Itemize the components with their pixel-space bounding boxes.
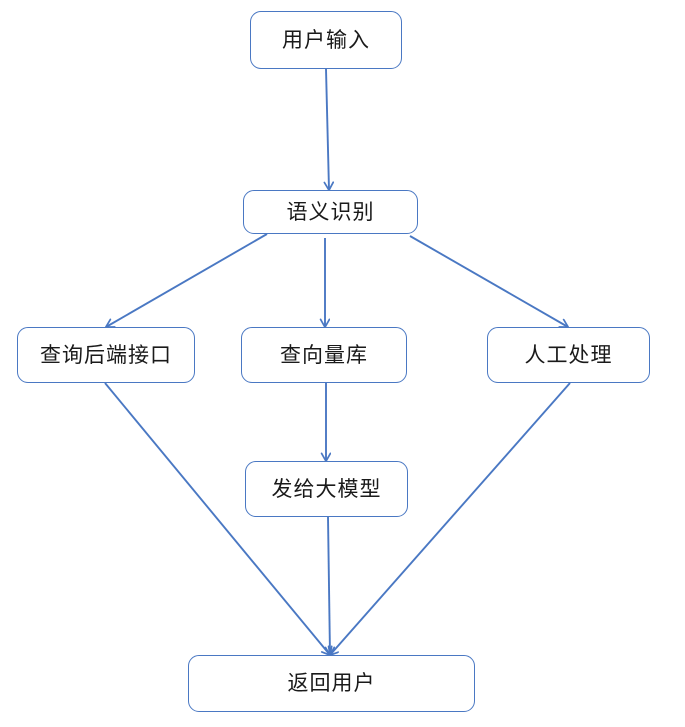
edge-llm-to-return <box>328 516 330 655</box>
edge-manual-to-return <box>330 382 571 655</box>
node-return-to-user[interactable]: 返回用户 <box>188 655 475 712</box>
node-label: 用户输入 <box>282 27 370 52</box>
node-semantic-parse[interactable]: 语义识别 <box>243 190 418 234</box>
node-query-backend[interactable]: 查询后端接口 <box>17 327 195 383</box>
node-query-vector-db[interactable]: 查向量库 <box>241 327 407 383</box>
edge-user-input-to-semantic-parse <box>326 68 329 190</box>
edge-semantic-parse-to-manual <box>409 235 568 327</box>
node-label: 发给大模型 <box>271 476 382 501</box>
node-label: 返回用户 <box>287 671 376 695</box>
node-label: 人工处理 <box>524 342 613 367</box>
node-send-to-llm[interactable]: 发给大模型 <box>245 461 408 517</box>
node-label: 查询后端接口 <box>40 342 172 367</box>
node-user-input[interactable]: 用户输入 <box>250 11 402 69</box>
node-label: 语义识别 <box>286 199 375 224</box>
edge-query-backend-to-return <box>104 382 330 655</box>
node-label: 查向量库 <box>280 342 368 367</box>
edge-semantic-parse-to-query-backend <box>106 233 268 327</box>
node-manual-process[interactable]: 人工处理 <box>487 327 650 383</box>
